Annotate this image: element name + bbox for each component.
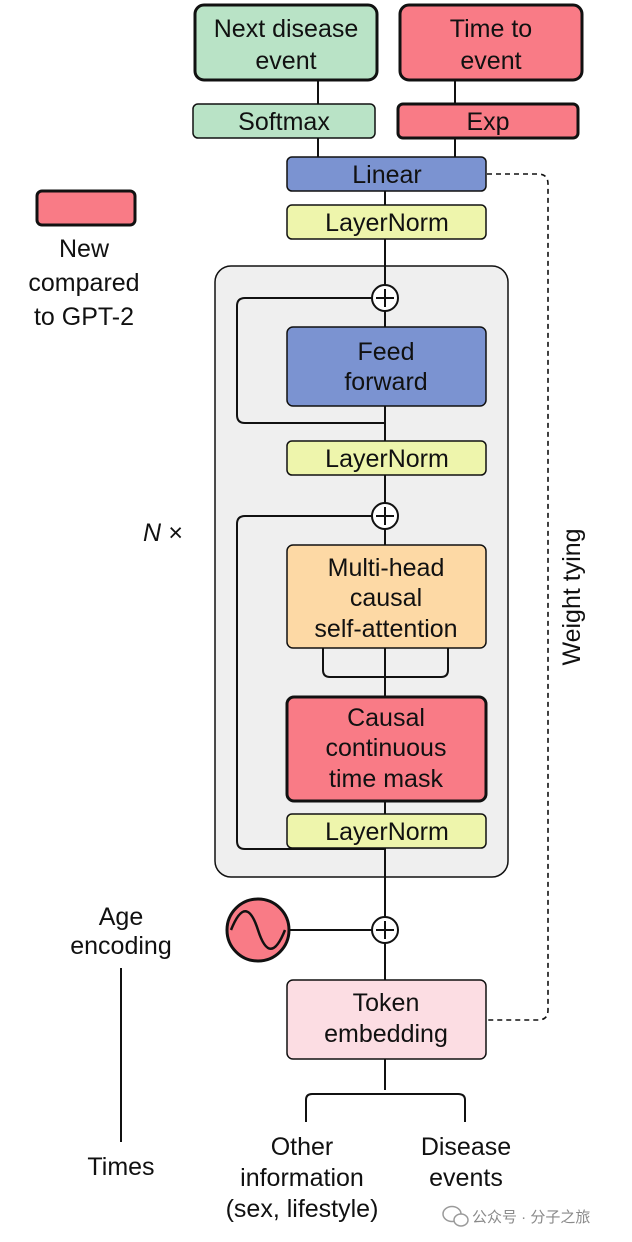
svg-text:compared: compared — [28, 269, 139, 297]
attention-bracket — [322, 648, 449, 678]
repeat-label: N × — [143, 519, 183, 547]
svg-text:event: event — [255, 47, 316, 75]
svg-text:causal: causal — [350, 584, 422, 612]
sine-wave-icon — [225, 897, 291, 963]
svg-text:to GPT-2: to GPT-2 — [34, 303, 134, 331]
svg-text:time mask: time mask — [329, 765, 443, 793]
disease-events-label: Disease events — [421, 1133, 511, 1192]
age-encoding: Age encoding — [70, 903, 171, 960]
add-circle-top — [371, 284, 399, 312]
token-embedding-box: Token embedding — [286, 979, 487, 1060]
svg-text:event: event — [460, 47, 521, 75]
svg-text:LayerNorm: LayerNorm — [325, 209, 449, 237]
input-bracket — [305, 1093, 466, 1122]
add-circle-middle — [371, 502, 399, 530]
svg-text:forward: forward — [344, 368, 427, 396]
residual-loop-bottom — [236, 515, 385, 850]
time-to-event-box: Time to event — [398, 3, 584, 82]
softmax-box: Softmax — [192, 103, 376, 139]
legend: New compared to GPT-2 — [28, 189, 140, 331]
svg-text:Age: Age — [99, 903, 143, 931]
svg-text:New: New — [59, 235, 110, 263]
add-circle-bottom — [371, 916, 399, 944]
other-information-label: Other information (sex, lifestyle) — [226, 1133, 379, 1223]
svg-text:Disease: Disease — [421, 1133, 511, 1161]
svg-text:information: information — [240, 1164, 364, 1192]
weight-tying-line — [487, 173, 549, 1021]
svg-text:Token: Token — [353, 989, 420, 1017]
svg-text:公众号 · 分子之旅: 公众号 · 分子之旅 — [472, 1209, 590, 1226]
svg-text:events: events — [429, 1164, 503, 1192]
svg-text:embedding: embedding — [324, 1020, 448, 1048]
svg-text:encoding: encoding — [70, 932, 171, 960]
svg-text:continuous: continuous — [326, 734, 447, 762]
layernorm-mid-box: LayerNorm — [286, 440, 487, 476]
exp-box: Exp — [396, 102, 580, 140]
wechat-icon — [442, 1205, 469, 1227]
svg-text:Linear: Linear — [352, 161, 422, 189]
times-label: Times — [87, 1153, 154, 1181]
feed-forward-box: Feed forward — [286, 326, 487, 407]
time-mask-box: Causal continuous time mask — [285, 695, 488, 803]
svg-text:(sex, lifestyle): (sex, lifestyle) — [226, 1195, 379, 1223]
svg-text:self-attention: self-attention — [314, 615, 457, 643]
svg-text:Multi-head: Multi-head — [328, 554, 445, 582]
next-disease-event-box: Next disease event — [193, 3, 379, 82]
svg-text:LayerNorm: LayerNorm — [325, 818, 449, 846]
weight-tying-label: Weight tying — [558, 528, 586, 665]
svg-text:Next disease: Next disease — [214, 15, 359, 43]
legend-swatch — [35, 189, 137, 227]
svg-text:Time to: Time to — [450, 15, 532, 43]
svg-text:LayerNorm: LayerNorm — [325, 445, 449, 473]
svg-text:Softmax: Softmax — [238, 108, 330, 136]
svg-text:Exp: Exp — [466, 108, 509, 136]
svg-text:Other: Other — [271, 1133, 334, 1161]
attention-box: Multi-head causal self-attention — [286, 544, 487, 649]
layernorm-top-box: LayerNorm — [286, 204, 487, 240]
watermark: 公众号 · 分子之旅 — [442, 1205, 590, 1227]
svg-text:Feed: Feed — [358, 338, 415, 366]
residual-loop-top — [236, 297, 385, 424]
layernorm-bottom-box: LayerNorm — [286, 813, 487, 849]
linear-box: Linear — [286, 156, 487, 192]
svg-text:Causal: Causal — [347, 704, 425, 732]
